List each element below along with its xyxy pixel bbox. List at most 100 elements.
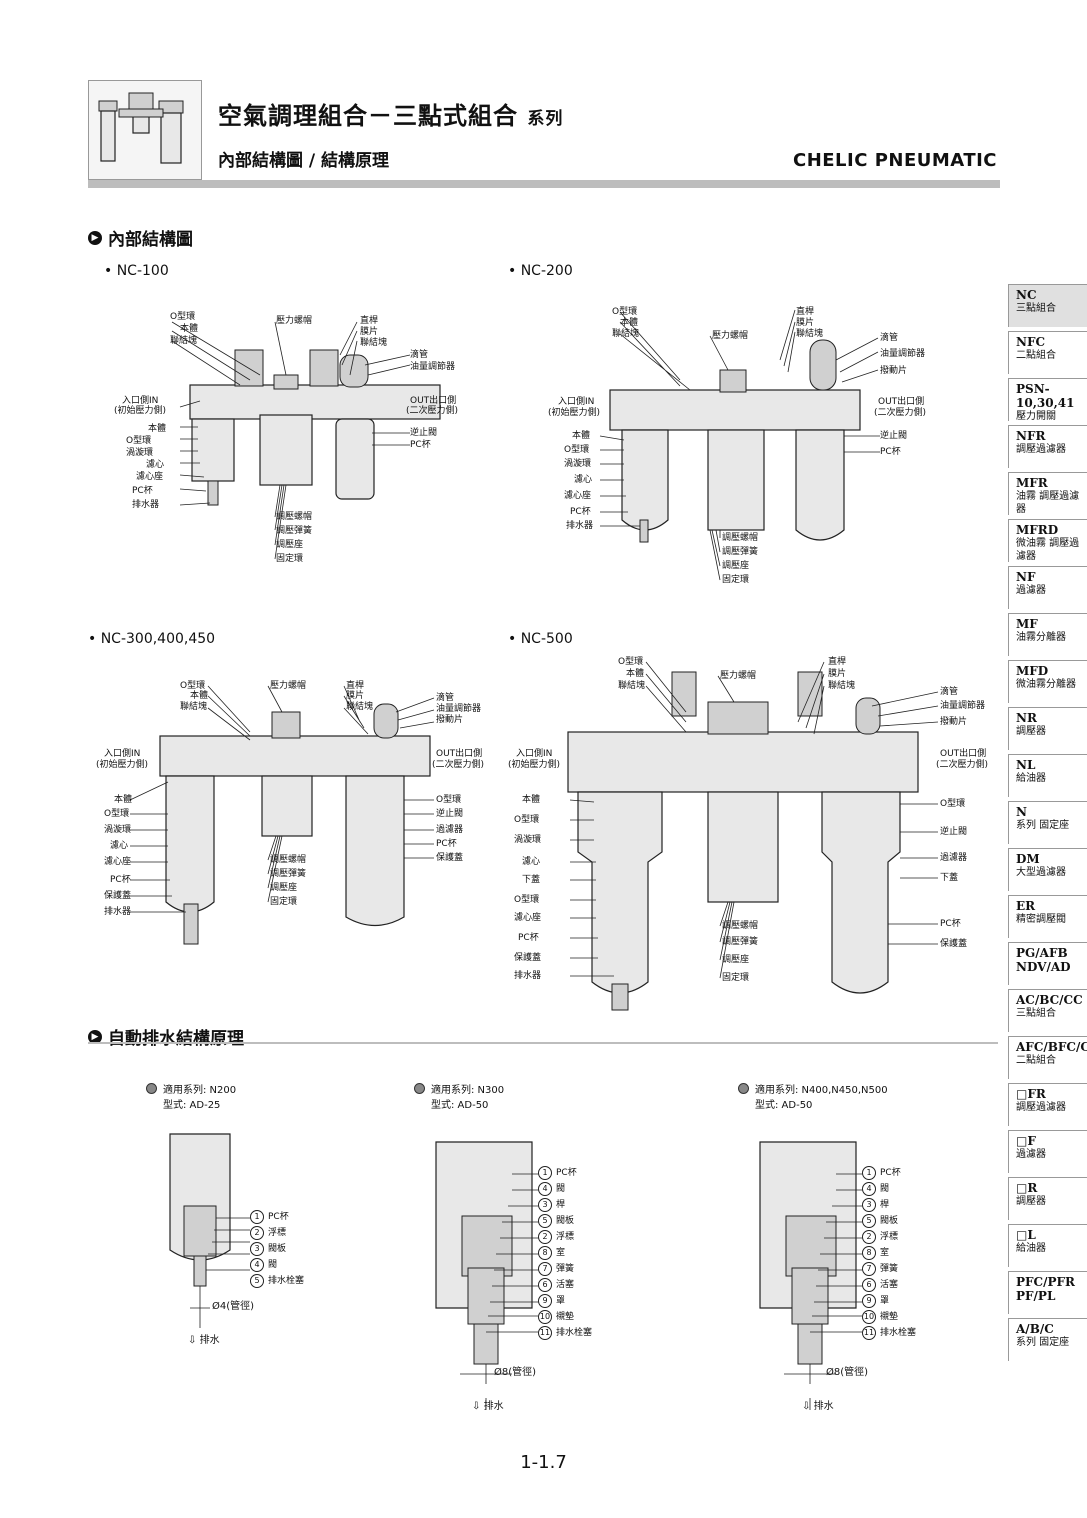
- model-nc500-label: • NC-500: [508, 631, 573, 647]
- label: PC杯: [110, 875, 131, 885]
- side-tab-21[interactable]: PFC/PFR PF/PL: [1008, 1271, 1087, 1314]
- nc500-diagram: O型環 本體 聯結塊 壓力螺帽 直桿 膜片 聯結塊 滴管 油量調節器 撥動片 入…: [508, 652, 998, 1022]
- label: PC杯: [880, 447, 901, 457]
- label: 本體: [626, 669, 645, 679]
- label: 聯結塊: [796, 329, 824, 339]
- side-tab-16[interactable]: AFC/BFC/CFC二點組合: [1008, 1036, 1087, 1079]
- label: 固定環: [270, 897, 298, 907]
- label: 油量調節器: [436, 704, 482, 714]
- label: O型環: [940, 799, 966, 809]
- label: 聯結塊: [170, 336, 198, 346]
- label: 直桿: [796, 307, 815, 317]
- label: 油量調節器: [410, 362, 456, 372]
- arrow-down-icon: ⇩: [802, 1401, 811, 1412]
- label: PC杯: [940, 919, 961, 929]
- header-divider: [88, 180, 1000, 188]
- brand-name: CHELIC PNEUMATIC: [792, 150, 997, 171]
- label: 本體: [190, 691, 209, 701]
- drain2-heading: 適用系列: N300 型式: AD-50: [414, 1083, 504, 1113]
- label: 調壓座: [276, 540, 304, 550]
- label: 油量調節器: [880, 349, 926, 359]
- section-divider: [88, 1042, 998, 1044]
- label: 撥動片: [436, 715, 464, 725]
- label: 本體: [620, 318, 639, 328]
- label: 渦漩環: [126, 448, 154, 458]
- label: 下蓋: [522, 875, 541, 885]
- label: 調壓螺帽: [722, 533, 759, 543]
- label: (初始壓力側): [508, 760, 561, 770]
- drain-out-label: ⇩ 排水: [188, 1335, 220, 1346]
- label: 濾心座: [104, 857, 132, 867]
- label: (初始壓力側): [548, 408, 601, 418]
- label: 直桿: [346, 681, 365, 691]
- pipe-label: Ø4(管徑): [212, 1301, 255, 1312]
- label: 渦漩環: [104, 825, 132, 835]
- page-title: 空氣調理組合－三點式組合 系列: [218, 102, 564, 130]
- label: 排水器: [566, 521, 594, 531]
- label: 濾心: [146, 460, 165, 470]
- label: 保護蓋: [436, 853, 464, 863]
- label: PC杯: [410, 440, 431, 450]
- label: 油量調節器: [940, 701, 986, 711]
- label: 排水器: [514, 971, 542, 981]
- label: 濾心: [574, 475, 593, 485]
- label: O型環: [564, 445, 590, 455]
- label: 渦漩環: [514, 835, 542, 845]
- label: O型環: [612, 307, 638, 317]
- label: 調壓螺帽: [722, 921, 759, 931]
- product-thumbnail: [88, 80, 202, 180]
- label: 逆止閥: [410, 428, 438, 438]
- side-tab-14[interactable]: PG/AFB NDV/AD: [1008, 942, 1087, 985]
- label: O型環: [170, 312, 196, 322]
- label: 保護蓋: [104, 891, 132, 901]
- label: O型環: [436, 795, 462, 805]
- label: 過濾器: [436, 825, 464, 835]
- label: 保護蓋: [514, 953, 542, 963]
- drain1-heading: 適用系列: N200 型式: AD-25: [146, 1083, 236, 1113]
- label: 入口側IN: [104, 749, 141, 759]
- section-structure-heading: ▶內部結構圖: [88, 225, 193, 250]
- label: O型環: [618, 657, 644, 667]
- label: 聯結塊: [618, 681, 646, 691]
- label: O型環: [104, 809, 130, 819]
- label: 排水器: [104, 907, 132, 917]
- label: 過濾器: [940, 853, 968, 863]
- label: 渦漩環: [564, 459, 592, 469]
- label: OUT出口側: [436, 749, 483, 759]
- play-bullet-icon: ▶: [88, 1029, 102, 1044]
